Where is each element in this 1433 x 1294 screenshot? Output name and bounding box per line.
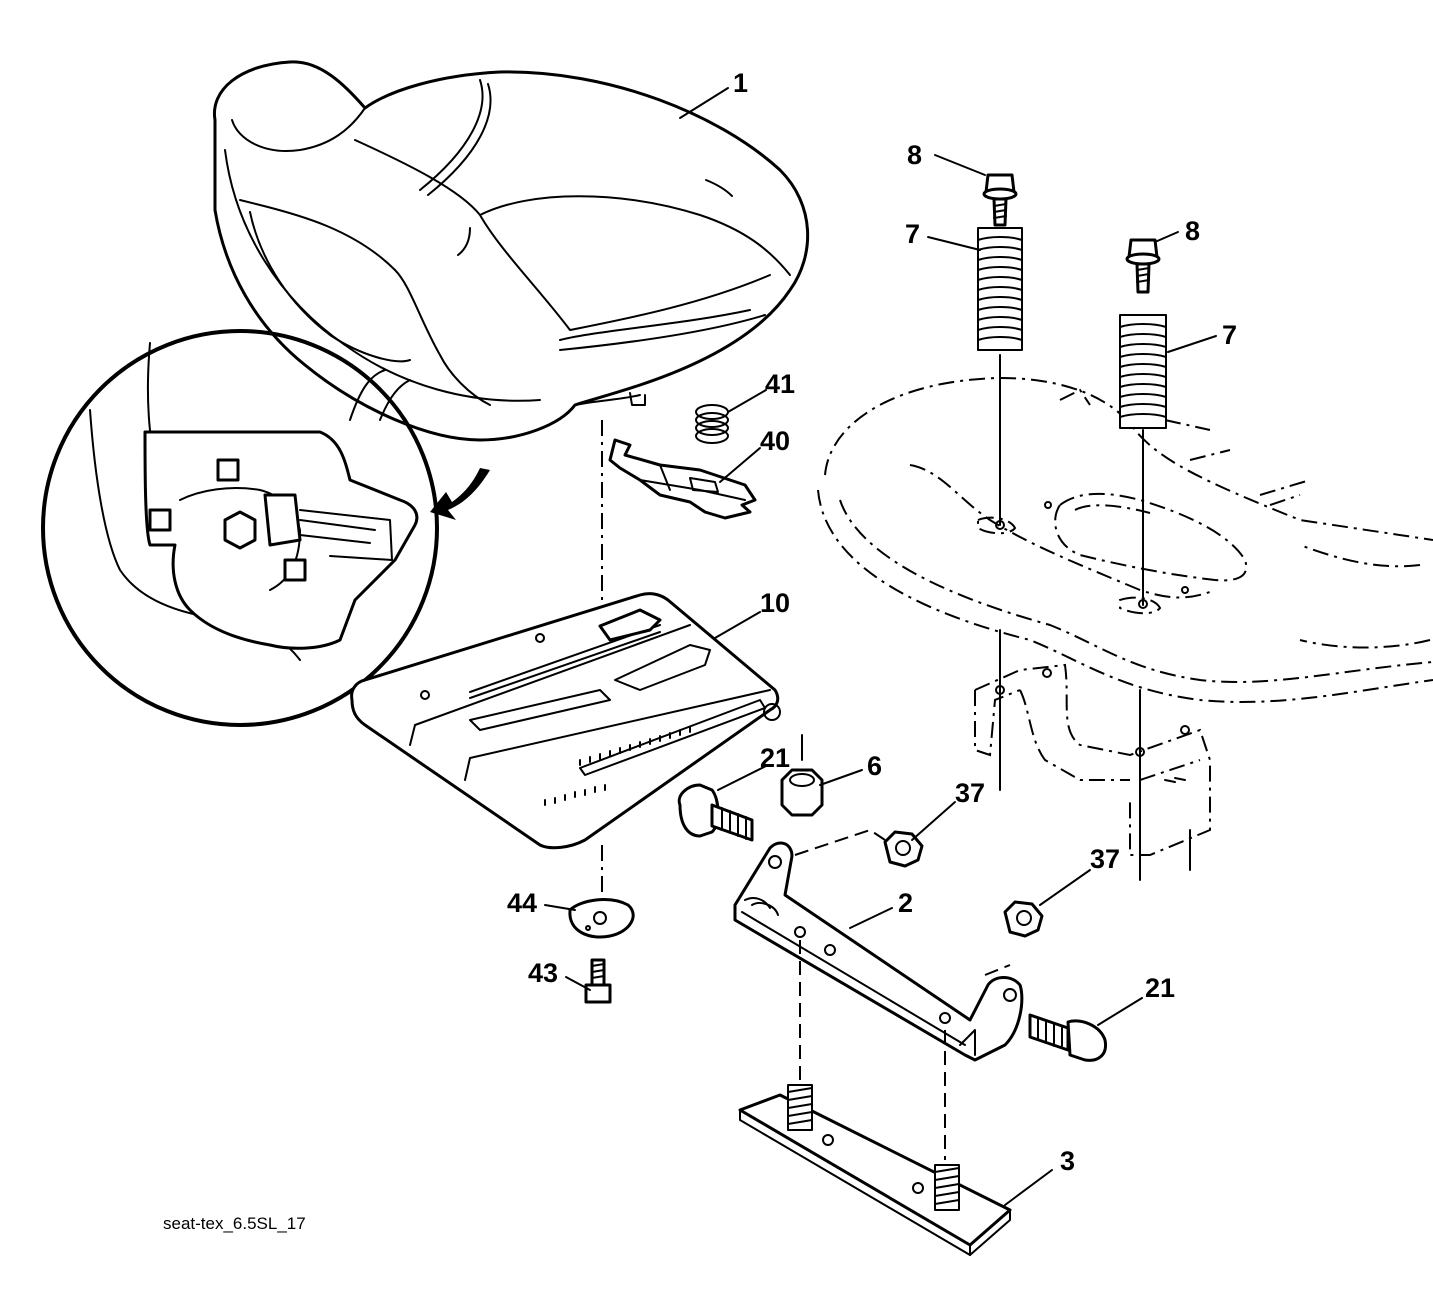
bracket-40-part — [608, 438, 757, 520]
callout-10: 10 — [760, 588, 790, 618]
spring-7-part — [1119, 314, 1167, 429]
spring-7-part — [977, 227, 1023, 351]
callout-44: 44 — [507, 888, 537, 918]
callout-37: 37 — [955, 778, 985, 808]
nut-37-part — [1003, 900, 1044, 938]
leader-lines — [544, 87, 1217, 1206]
callout-2: 2 — [898, 888, 913, 918]
callout-1: 1 — [733, 68, 748, 98]
callout-7: 7 — [905, 219, 920, 249]
detail-arrow — [430, 468, 490, 520]
callout-8: 8 — [1185, 216, 1200, 246]
callout-8: 8 — [907, 140, 922, 170]
bracket-2-part — [733, 828, 1024, 1062]
diagram-caption: seat-tex_6.5SL_17 — [163, 1214, 306, 1233]
bolt-8-part — [982, 173, 1018, 227]
nut-6-part — [780, 734, 824, 817]
callout-37: 37 — [1090, 844, 1120, 874]
detail-circle — [41, 329, 439, 727]
callout-21: 21 — [760, 743, 790, 773]
callout-21: 21 — [1145, 973, 1175, 1003]
callout-7: 7 — [1222, 320, 1237, 350]
screw-43-part — [584, 958, 612, 1004]
seat-pan-10-part — [350, 592, 781, 850]
bolt-21-part — [677, 783, 754, 842]
callout-40: 40 — [760, 426, 790, 456]
plate-3-part — [738, 1084, 1012, 1256]
callout-3: 3 — [1060, 1146, 1075, 1176]
callout-41: 41 — [765, 369, 795, 399]
spring-41-part — [695, 404, 729, 444]
bolt-21-part — [1028, 1013, 1108, 1062]
washer-44-part — [568, 898, 635, 939]
callout-6: 6 — [867, 751, 882, 781]
callout-43: 43 — [528, 958, 558, 988]
bolt-8-part — [1125, 238, 1161, 294]
seat-part — [212, 60, 810, 442]
frame-part — [817, 376, 1433, 856]
